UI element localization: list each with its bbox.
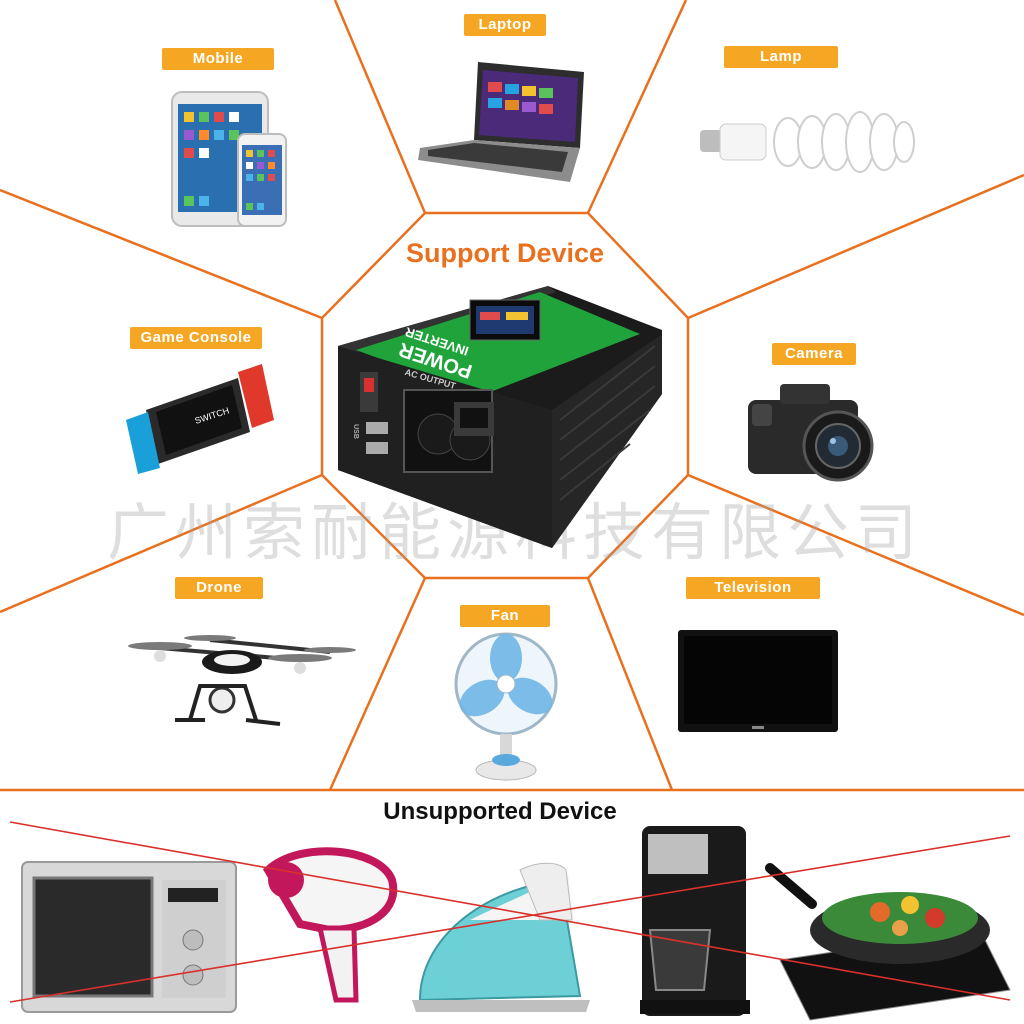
tag-camera: Camera: [772, 343, 856, 365]
tablet-phone-icon: [171, 91, 287, 227]
unsupported-device-title: Unsupported Device: [383, 798, 617, 825]
induction-cooker-icon: [765, 863, 1011, 1021]
microwave-icon: [21, 861, 237, 1013]
tag-laptop: Laptop: [464, 14, 546, 36]
tag-drone: Drone: [175, 577, 263, 599]
hair-dryer-icon: [262, 847, 398, 1003]
support-device-title: Support Device: [405, 238, 605, 268]
power-inverter: [338, 286, 662, 548]
tag-game-console: Game Console: [130, 327, 262, 349]
drone-icon: [128, 635, 356, 726]
iron-icon: [412, 862, 590, 1012]
coffee-maker-icon: [640, 826, 750, 1016]
laptop-icon: [418, 62, 584, 182]
game-console-icon: SWITCH: [126, 364, 274, 474]
tag-lamp: Lamp: [724, 46, 838, 68]
tag-television: Television: [686, 577, 820, 599]
television-icon: [678, 630, 838, 732]
camera-icon: [748, 384, 874, 482]
tag-mobile: Mobile: [162, 48, 274, 70]
fan-icon: [454, 632, 558, 781]
tag-fan: Fan: [460, 605, 550, 627]
inverter-usb-label: USB: [351, 424, 359, 439]
cfl-lamp-icon: [700, 111, 915, 173]
